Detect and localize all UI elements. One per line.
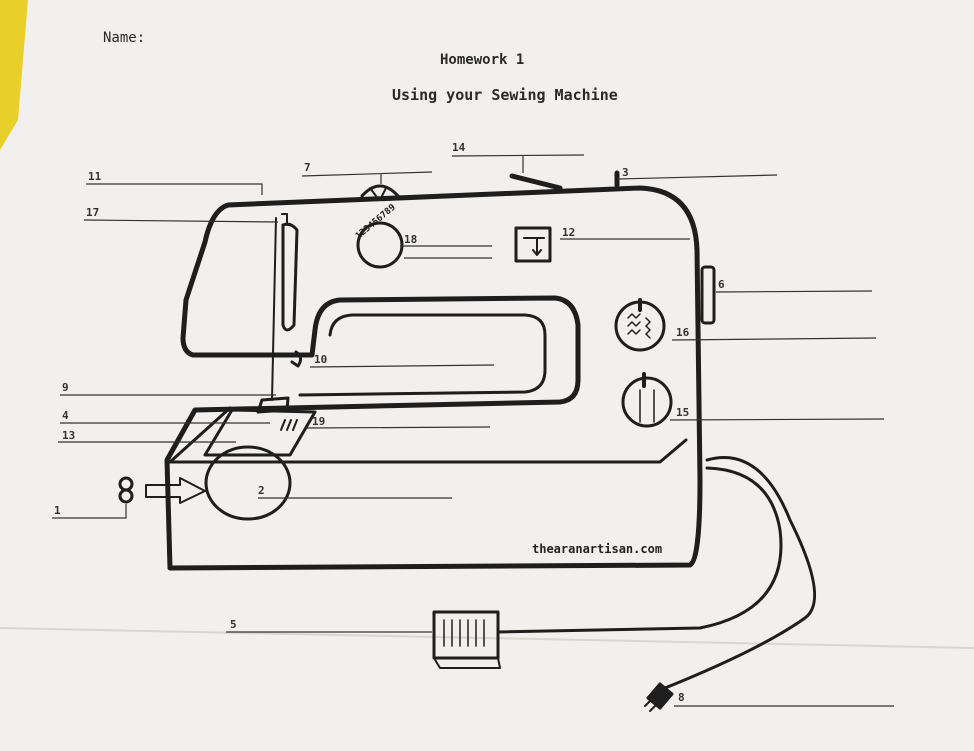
paper-fold (0, 627, 974, 649)
stitch-length-dial (356, 221, 404, 269)
label-13: 13 (62, 429, 76, 442)
leader-1 (52, 504, 127, 519)
bobbin-cover (204, 445, 292, 521)
feed-dogs (280, 419, 286, 431)
needle (271, 217, 277, 401)
label-1: 1 (54, 504, 61, 517)
leader-16 (671, 337, 877, 341)
leader-15 (669, 418, 885, 421)
homework-title: Homework 1 (440, 52, 525, 68)
needle-plate (203, 408, 317, 457)
label-18: 18 (404, 233, 418, 246)
label-5: 5 (230, 618, 237, 631)
label-16: 16 (676, 326, 690, 339)
stitch-width-dial (621, 376, 673, 428)
worksheet-subtitle: Using your Sewing Machine (392, 86, 618, 104)
label-6: 6 (718, 278, 725, 291)
leader-14 (451, 154, 585, 173)
leader-17 (83, 219, 279, 223)
presser-lever (290, 350, 303, 368)
needle-bar (281, 222, 299, 332)
credit-url: thearanartisan.com (532, 542, 663, 556)
leader-7 (301, 171, 433, 184)
label-12: 12 (562, 226, 576, 239)
leader-6 (715, 290, 873, 293)
foot-pedal (432, 610, 500, 660)
label-11: 11 (88, 170, 102, 183)
label-15: 15 (676, 406, 690, 419)
power-cord (658, 456, 817, 692)
label-3: 3 (622, 166, 629, 179)
leader-18 (400, 245, 492, 259)
leader-19 (305, 426, 491, 429)
label-2: 2 (258, 484, 265, 497)
leader-10 (309, 364, 495, 368)
arm-opening (298, 313, 547, 397)
label-7: 7 (304, 161, 311, 174)
leader-3 (617, 174, 778, 180)
handwheel (700, 265, 716, 325)
machine-body (164, 185, 703, 571)
bobbin-bottom (118, 488, 134, 504)
label-10: 10 (314, 353, 328, 366)
label-19: 19 (312, 415, 326, 428)
reverse-button (514, 226, 552, 263)
label-8: 8 (678, 691, 685, 704)
leader-11 (86, 183, 263, 195)
bed-edge (168, 406, 688, 464)
label-17: 17 (86, 206, 100, 219)
label-9: 9 (62, 381, 69, 394)
thread-guide-hook (281, 213, 288, 226)
label-14: 14 (452, 141, 466, 154)
label-4: 4 (62, 409, 69, 422)
bobbin-winder (509, 173, 563, 191)
insert-arrow (145, 477, 206, 504)
spool-pin-top (360, 184, 400, 198)
name-label: Name: (103, 30, 146, 46)
